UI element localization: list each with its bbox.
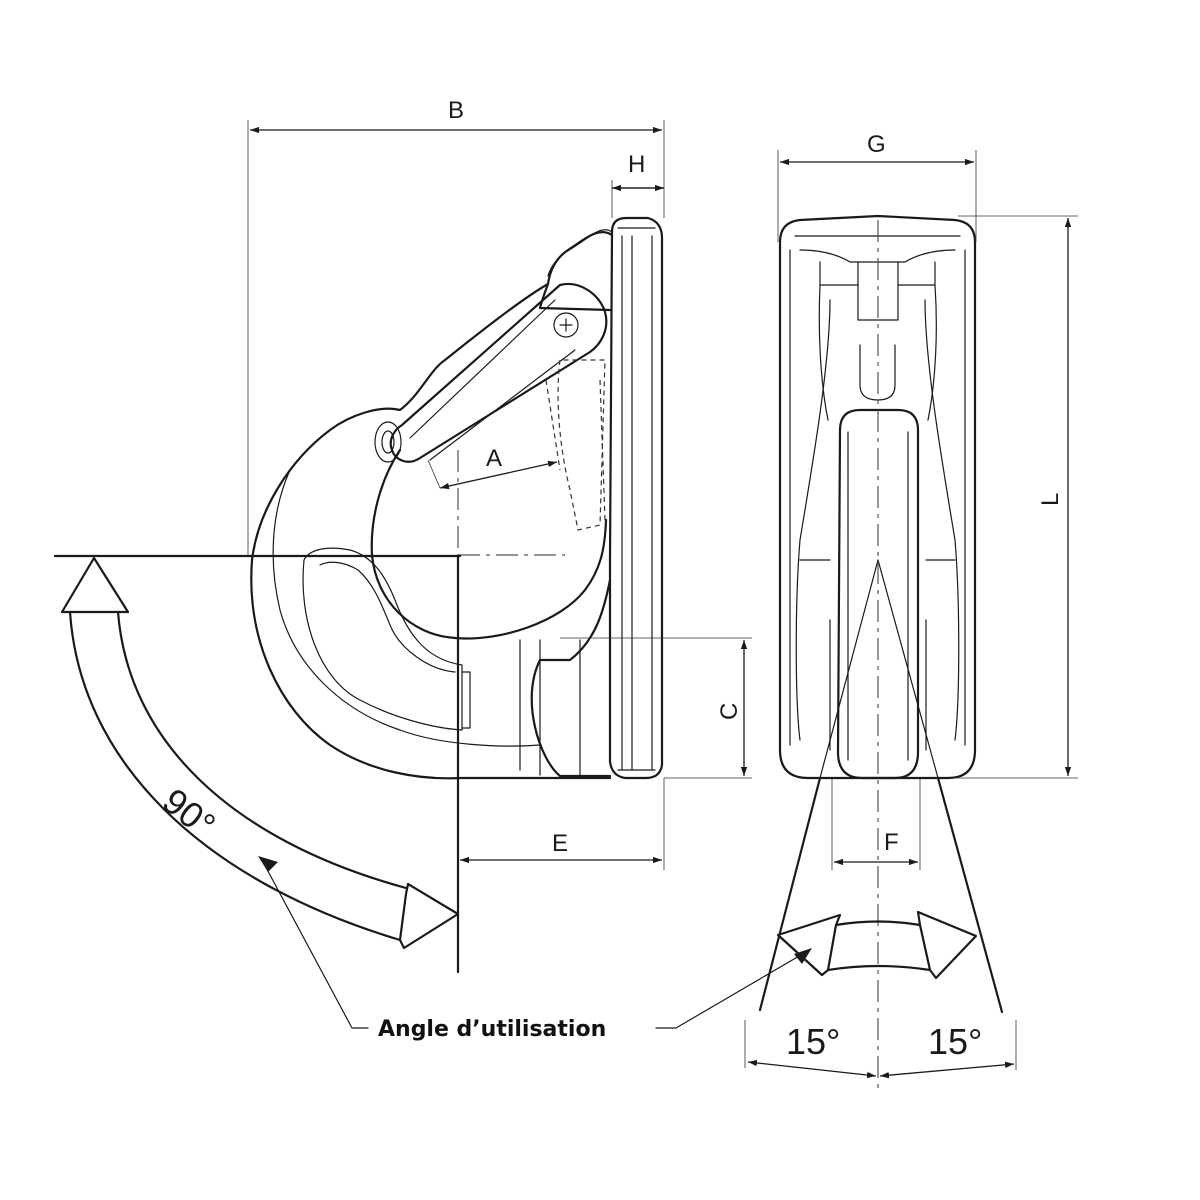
tilt-arc: 15° 15°: [744, 776, 1017, 1079]
label-G: G: [867, 131, 886, 158]
dimension-G: G: [777, 131, 977, 242]
rotation-arc: 90°: [60, 556, 460, 950]
label-A: A: [486, 445, 502, 472]
angle-90-label: 90°: [155, 780, 223, 846]
dimension-H: H: [611, 151, 664, 218]
dimension-B: B: [247, 97, 665, 556]
angle-15-left-label: 15°: [786, 1021, 840, 1062]
dimension-L: L: [950, 215, 1078, 779]
label-C: C: [716, 703, 743, 720]
label-F: F: [884, 829, 899, 856]
label-H: H: [628, 151, 645, 178]
hook-front-view: [778, 214, 977, 1090]
dimension-E: E: [460, 778, 665, 870]
caption-text: Angle d’utilisation: [378, 1017, 606, 1042]
dimension-F: F: [831, 778, 921, 870]
usage-angle-caption: Angle d’utilisation: [258, 856, 812, 1042]
label-B: B: [448, 97, 464, 124]
dimension-C: C: [560, 637, 752, 779]
label-L: L: [1037, 493, 1064, 506]
label-E: E: [552, 830, 568, 857]
hook-side-view: [250, 216, 664, 780]
dimension-A: A: [427, 445, 558, 490]
angle-15-right-label: 15°: [928, 1021, 982, 1062]
